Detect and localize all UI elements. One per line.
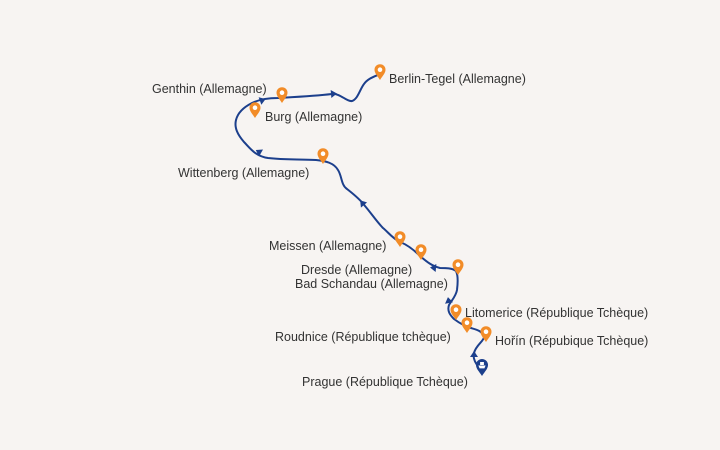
stop-label-dresde: Dresde (Allemagne) [301, 263, 413, 277]
river-route-line [234, 73, 485, 373]
ship-icon[interactable] [476, 359, 488, 376]
start-label-prague: Prague (République Tchèque) [302, 375, 468, 389]
map-pin-icon[interactable] [415, 244, 427, 260]
arrow-icon [255, 149, 263, 157]
arrow-icon [258, 97, 266, 105]
stop-label-litomerice: Litomerice (République Tchèque) [465, 306, 649, 320]
map-pin-icon[interactable] [276, 87, 288, 103]
map-pin-icon[interactable] [249, 102, 261, 118]
stop-label-roudnice: Roudnice (République tchèque) [275, 330, 451, 344]
map-pin-icon[interactable] [374, 64, 386, 80]
arrow-icon [445, 297, 453, 304]
arrow-icon [360, 200, 368, 208]
stop-label-meissen: Meissen (Allemagne) [269, 239, 387, 253]
stop-label-wittenberg: Wittenberg (Allemagne) [178, 166, 310, 180]
stop-label-bad-schandau: Bad Schandau (Allemagne) [295, 277, 448, 291]
arrow-icon [470, 351, 478, 357]
map-pin-icon[interactable] [452, 259, 464, 275]
stop-label-genthin: Genthin (Allemagne) [152, 82, 267, 96]
arrow-icon [330, 90, 337, 98]
stop-label-horin: Hořín (Répubique Tchèque) [495, 334, 649, 348]
direction-arrows [255, 90, 478, 357]
arrow-icon [430, 264, 437, 272]
stop-label-burg: Burg (Allemagne) [265, 110, 363, 124]
stop-pins [249, 64, 492, 342]
stop-label-berlin-tegel: Berlin-Tegel (Allemagne) [389, 72, 526, 86]
